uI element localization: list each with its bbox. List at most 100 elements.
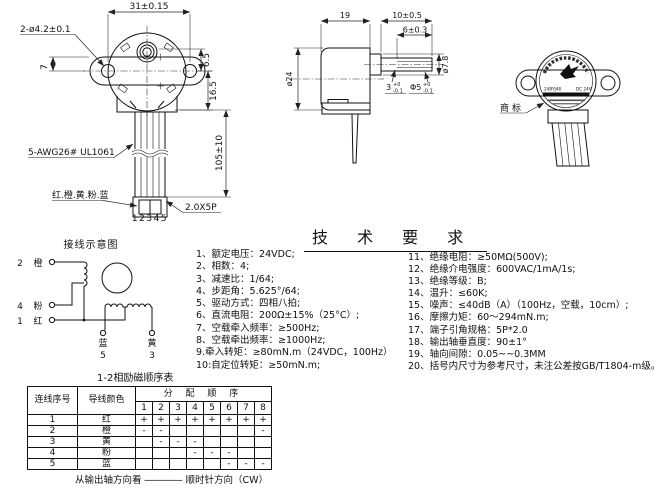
sequence-cell: + [254, 414, 272, 426]
dim-mounting-holes: 2-ø4.2±0.1 [20, 25, 71, 35]
connector-spec-label: 2.0X5P [185, 203, 217, 213]
coil-horizontal [104, 303, 152, 308]
sequence-cell [135, 447, 153, 459]
step-header: 8 [254, 401, 272, 415]
sequence-cell [169, 458, 187, 470]
step-header: 5 [203, 401, 221, 415]
sequence-cell [169, 447, 187, 459]
sequence-cell: - [254, 458, 272, 470]
step-header: 7 [237, 401, 255, 415]
dim-width: 31±0.15 [129, 2, 168, 12]
tech-item-15: 15、噪声：≤40dB（A）（100Hz，空载，10cm）; [408, 300, 629, 312]
dim-shaft-tol-upper: +0 [423, 82, 430, 88]
trademark-view-drawing: 24BYJ48 DC 24V 商标 [500, 50, 621, 167]
wire-number-cell: 3 [27, 436, 78, 448]
tech-item-1: 1、额定电压：24VDC; [196, 249, 295, 260]
sequence-cell [135, 436, 153, 448]
tech-item-2: 2、相数：4; [196, 261, 250, 273]
label-wire1-color: 红 [33, 315, 42, 327]
label-wire5-num: 5 [100, 351, 106, 361]
tech-item-9: 9.牵入转矩：≥80mN.m（24VDC，100Hz） [196, 347, 393, 359]
sequence-table-caption: 1-2相励磁顺序表 [97, 373, 174, 384]
sequence-cell: - [237, 458, 255, 470]
table-header-row: 连线序号 导线颜色 分 配 顺 序 [27, 386, 272, 415]
motor-side-outline [320, 47, 433, 164]
tech-requirements-left-column: 1、额定电压：24VDC; 2、相数：4; 3、减速比：1/64; 4、步距角：… [196, 249, 393, 372]
label-wire1-num: 1 [17, 317, 23, 327]
dim-16-5: 16.5 [209, 81, 219, 101]
wire-number-cell: 2 [27, 425, 78, 437]
terminal-2 [48, 258, 56, 266]
sequence-cell [186, 458, 204, 470]
sequence-cell [152, 447, 170, 459]
sequence-cell [203, 436, 221, 448]
tech-item-16: 16、摩擦力矩：60～294mN.m; [408, 312, 549, 324]
tech-requirements-right-column: 11、绝缘电阻：≥50MΩ(500V); 12、绝缘介电强度：600VAC/1m… [408, 252, 660, 373]
tech-requirements-title: 技 术 要 求 [304, 224, 488, 252]
wiring-labels: 2 橙 4 粉 1 红 蓝 5 黄 3 [17, 257, 156, 361]
label-wire4-color: 粉 [33, 300, 42, 312]
sequence-cell [186, 425, 204, 437]
sequence-cell: - [135, 425, 153, 437]
sequence-cell [254, 436, 272, 448]
sequence-cell: - [220, 447, 238, 459]
terminal-5 [99, 329, 107, 337]
sequence-cell: + [237, 414, 255, 426]
tech-item-7: 7、空载牵入频率：≥500Hz; [196, 322, 320, 334]
dim-shaft-diameter: Φ5 [410, 83, 421, 92]
tech-item-19: 19、轴向间隙：0.05~~0.3MM [408, 348, 546, 360]
sequence-cell: - [186, 436, 204, 448]
tech-item-5: 5、驱动方式：四相八拍; [196, 298, 301, 310]
tech-item-11: 11、绝缘电阻：≥50MΩ(500V); [408, 252, 548, 263]
nameplate-model: 24BYJ48 [544, 87, 561, 92]
wire-color-cell: 橙 [77, 425, 136, 437]
pin-numbers-label: 12345 [132, 214, 168, 224]
dim-flat-length: 6±0.3 [403, 26, 428, 35]
sequence-cell [203, 458, 221, 470]
label-wire5-color: 蓝 [98, 337, 107, 349]
tech-item-14: 14、温升：≤60K; [408, 288, 488, 300]
label-wire3-num: 3 [149, 351, 155, 361]
label-wire2-num: 2 [17, 259, 23, 269]
dim-shaft-tol-lower: -0.1 [423, 89, 433, 95]
sequence-cell [169, 425, 187, 437]
tech-item-18: 18、输出轴垂直度：90±1° [408, 336, 527, 348]
rotor-circle [101, 262, 133, 294]
bird-logo [560, 64, 579, 79]
front-view-dimensions: 31±0.15 2-ø4.2±0.1 7 6.5 16.5 105±10 5-A… [20, 2, 231, 224]
label-wire2-color: 橙 [33, 257, 42, 269]
dim-flat-tol-lower: -0.1 [393, 89, 403, 95]
sequence-cell [135, 458, 153, 470]
wire-spec-label: 5-AWG26# UL1061 [28, 148, 115, 158]
trademark-callout: 商标 [500, 102, 524, 114]
dim-body-diameter: ø24 [285, 71, 294, 86]
step-header: 4 [186, 401, 204, 415]
dim-shaft-length: 10±0.5 [392, 11, 422, 20]
wire-color-cell: 红 [77, 414, 136, 426]
sequence-cell [237, 447, 255, 459]
header-sequence: 分 配 顺 序 [135, 386, 272, 402]
wire-number-cell: 4 [27, 447, 78, 459]
wire-colors-label: 红.橙.黄.粉.蓝 [52, 189, 108, 201]
table-footer-note: 从输出轴方向看 ―――― 顺时针方向（CW） [75, 475, 269, 486]
header-wire-color: 导线颜色 [77, 386, 136, 415]
tech-item-8: 8、空载牵出频率：≥1000Hz; [196, 335, 326, 347]
sequence-cell [237, 425, 255, 437]
nameplate-label: 24BYJ48 DC 24V [542, 56, 592, 105]
dim-boss-diameter: ø7.8 [441, 56, 450, 74]
tech-item-3: 3、减速比：1/64; [196, 273, 275, 285]
front-view-drawing: 31±0.15 2-ø4.2±0.1 7 6.5 16.5 105±10 5-A… [20, 2, 231, 224]
sequence-cell: - [203, 447, 221, 459]
sequence-cell [220, 425, 238, 437]
dim-flat-tol-upper: +0 [393, 82, 400, 88]
tech-item-6: 6、直流电阻：200Ω±15%（25°C）; [196, 310, 360, 322]
tech-item-17: 17、端子引角规格：5P*2.0 [408, 324, 528, 336]
motor-front-outline [89, 32, 206, 218]
header-wire-number: 连线序号 [27, 386, 78, 415]
center-cross-marks [157, 53, 164, 90]
